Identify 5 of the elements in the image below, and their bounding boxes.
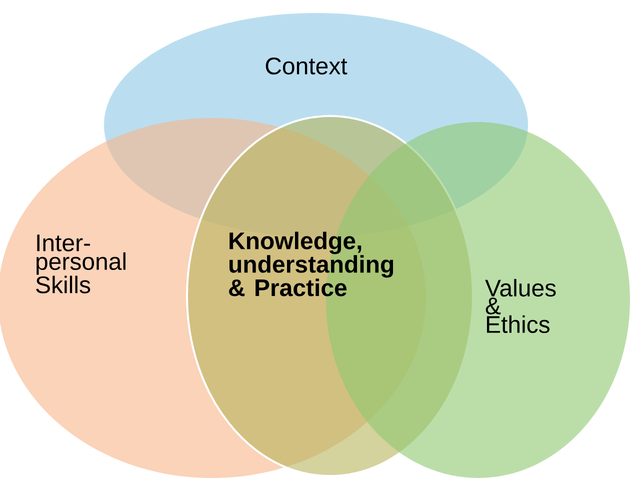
ellipse-label: Values & Ethics: [485, 278, 556, 334]
ellipse-label: Context: [266, 58, 348, 74]
ellipse-label: Inter- personal Skills: [36, 234, 126, 294]
venn-ellipse: [186, 115, 474, 477]
ellipse-label: Knowledge, understanding & Practice: [229, 232, 394, 296]
